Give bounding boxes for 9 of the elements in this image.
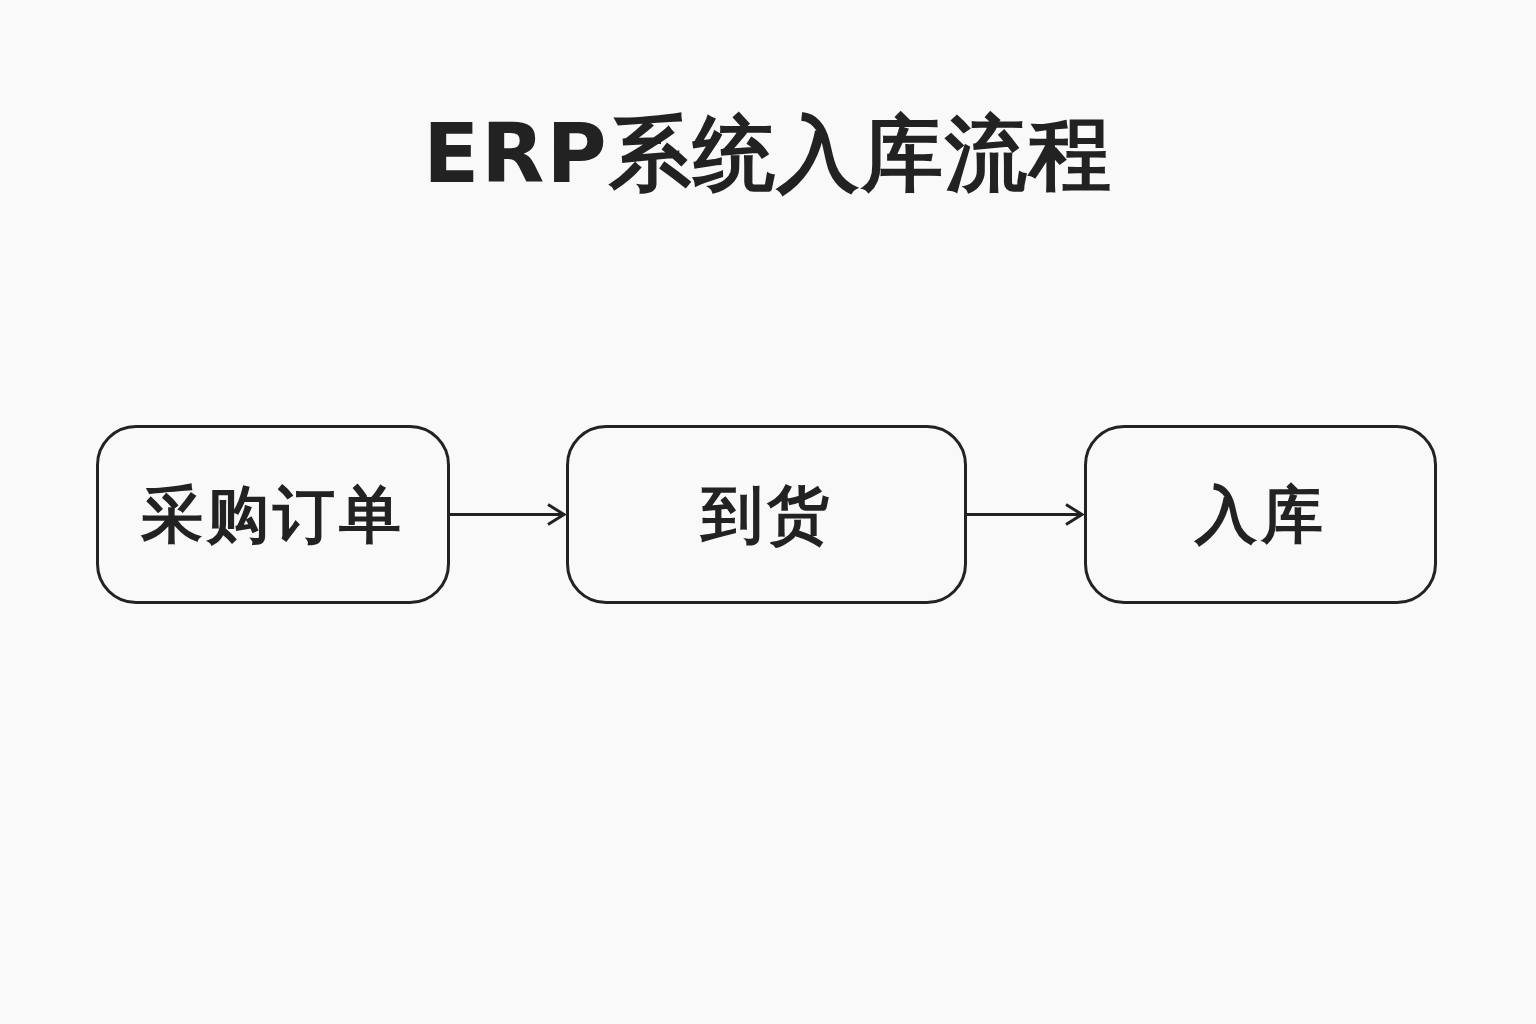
arrow bbox=[967, 503, 1084, 526]
process-box bbox=[96, 425, 450, 604]
box-label: 到货 bbox=[700, 476, 833, 553]
box-label: 采购订单 bbox=[141, 476, 405, 553]
arrow bbox=[450, 503, 566, 526]
diagram-title: ERP系统入库流程 bbox=[423, 105, 1113, 203]
process-box bbox=[566, 425, 967, 604]
process-box bbox=[1084, 425, 1437, 604]
box-label: 入库 bbox=[1194, 476, 1327, 553]
